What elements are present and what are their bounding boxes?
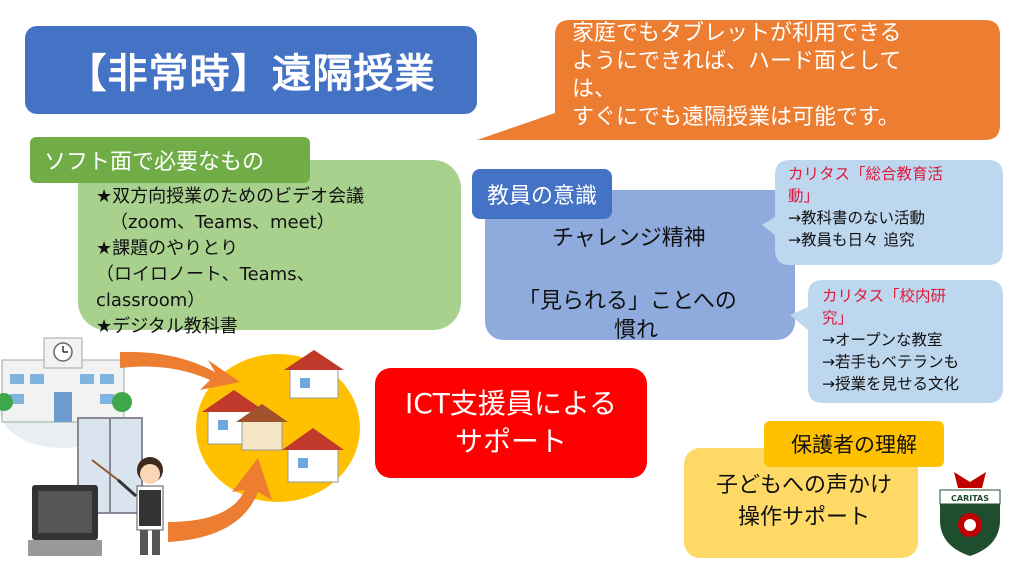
- software-item: ★デジタル教科書: [96, 316, 238, 337]
- software-panel: [78, 160, 461, 330]
- caritas-general-title: 動」: [788, 187, 820, 205]
- caritas-general-item: →教員も日々 追究: [788, 231, 915, 249]
- teacher-line: 慣れ: [614, 318, 659, 343]
- caritas-school-research: カリタス「校内研 究」 →オープンな教室 →若手もベテランも →授業を見せる文化: [822, 285, 1012, 395]
- callout-line: ようにできれば、ハード面として: [572, 49, 902, 74]
- teacher-icon: [91, 457, 164, 555]
- software-list: ★双方向授業のためのビデオ会議 （zoom、Teams、meet） ★課題のやり…: [96, 184, 456, 340]
- illustration-area: [0, 337, 360, 556]
- ict-line: サポート: [454, 425, 567, 458]
- school-emblem-icon: CARITAS: [939, 472, 1001, 556]
- software-item: （ロイロノート、Teams、: [96, 264, 315, 285]
- arrow-icon: [168, 458, 272, 542]
- software-item: ★課題のやりとり: [96, 238, 239, 259]
- caritas-school-item: →オープンな教室: [822, 331, 943, 349]
- television-icon: [28, 485, 102, 556]
- software-item: （zoom、Teams、meet）: [110, 212, 335, 233]
- house-icon: [236, 404, 288, 451]
- house-icon: [282, 428, 344, 483]
- callout-text: 家庭でもタブレットが利用できる ようにできれば、ハード面として は、 すぐにでも…: [572, 20, 992, 132]
- house-icon: [284, 350, 344, 399]
- speech-bubble-shape: [477, 20, 1000, 140]
- ict-line: ICT支援員による: [404, 387, 618, 420]
- parent-label: 保護者の理解: [764, 421, 944, 467]
- teacher-line: チャレンジ精神: [552, 226, 706, 251]
- teacher-label: 教員の意識: [472, 169, 612, 219]
- caritas-callout-shapes: [762, 160, 1003, 403]
- parent-line: 子どもへの声かけ: [715, 473, 892, 498]
- caritas-general-title: カリタス「総合教育活: [788, 165, 944, 183]
- callout-line: 家庭でもタブレットが利用できる: [572, 21, 902, 46]
- software-item: classroom）: [96, 290, 206, 311]
- caritas-general-item: →教科書のない活動: [788, 209, 925, 227]
- caritas-school-title: カリタス「校内研: [822, 287, 947, 305]
- parent-support-text: 子どもへの声かけ 操作サポート: [694, 470, 914, 534]
- caritas-school-title: 究」: [822, 309, 854, 327]
- arrow-icon: [120, 351, 240, 390]
- caritas-school-item: →若手もベテランも: [822, 353, 959, 371]
- ict-support-box: ICT支援員による サポート: [375, 368, 647, 478]
- svg-text:CARITAS: CARITAS: [951, 494, 989, 503]
- slide-title: 【非常時】遠隔授業: [25, 26, 477, 114]
- parent-line: 操作サポート: [737, 505, 870, 530]
- school-building-icon: [0, 337, 132, 448]
- caritas-school-item: →授業を見せる文化: [822, 375, 959, 393]
- software-item: ★双方向授業のためのビデオ会議: [96, 186, 365, 207]
- software-label: ソフト面で必要なもの: [30, 137, 310, 183]
- callout-line: すぐにでも遠隔授業は可能です。: [572, 105, 900, 130]
- callout-line: は、: [572, 77, 617, 102]
- caritas-general-activity: カリタス「総合教育活 動」 →教科書のない活動 →教員も日々 追究: [788, 163, 1003, 251]
- teacher-line: 「見られる」ことへの: [518, 289, 737, 314]
